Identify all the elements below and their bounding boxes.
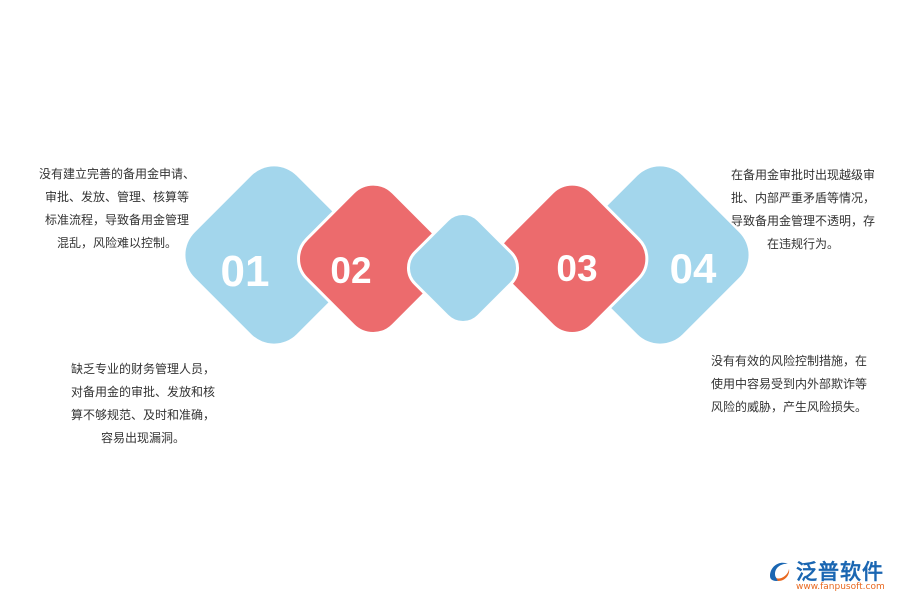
step-03-line: 导致备用金管理不透明，存 bbox=[730, 214, 875, 228]
step-number-03: 03 bbox=[556, 248, 597, 289]
step-03-description: 在备用金审批时出现越级审 批、内部严重矛盾等情况， 导致备用金管理不透明，存 在… bbox=[718, 164, 888, 256]
diamond-02 bbox=[297, 182, 450, 335]
logo-name: 泛普软件 bbox=[796, 560, 884, 584]
step-04-line: 使用中容易受到内外部欺诈等 bbox=[710, 377, 867, 391]
step-04-line: 风险的威胁，产生风险损失。 bbox=[710, 400, 867, 414]
step-02-line: 对备用金的审批、发放和核 bbox=[70, 385, 215, 399]
diamond-center bbox=[406, 211, 520, 325]
step-number-01: 01 bbox=[221, 247, 270, 296]
step-01-description: 没有建立完善的备用金申请、 审批、发放、管理、核算等 标准流程，导致备用金管理 … bbox=[22, 163, 212, 255]
diamond-01 bbox=[185, 166, 363, 344]
brand-logo: 泛普软件 www.fanpusoft.com bbox=[766, 556, 894, 596]
step-02-line: 算不够规范、及时和准确， bbox=[70, 408, 215, 422]
step-03-line: 批、内部严重矛盾等情况， bbox=[730, 191, 875, 205]
step-02-description: 缺乏专业的财务管理人员， 对备用金的审批、发放和核 算不够规范、及时和准确， 容… bbox=[48, 358, 238, 450]
step-03-line: 在违规行为。 bbox=[766, 237, 839, 251]
step-02-line: 容易出现漏洞。 bbox=[100, 431, 185, 445]
step-01-line: 审批、发放、管理、核算等 bbox=[44, 190, 189, 204]
step-03-line: 在备用金审批时出现越级审 bbox=[730, 168, 875, 182]
diamond-03 bbox=[496, 182, 649, 335]
step-number-04: 04 bbox=[670, 245, 717, 292]
step-number-02: 02 bbox=[330, 250, 371, 291]
logo-url: www.fanpusoft.com bbox=[796, 582, 885, 592]
step-04-description: 没有有效的风险控制措施，在 使用中容易受到内外部欺诈等 风险的威胁，产生风险损失… bbox=[696, 350, 882, 419]
step-01-line: 没有建立完善的备用金申请、 bbox=[38, 167, 195, 181]
step-04-line: 没有有效的风险控制措施，在 bbox=[710, 354, 867, 368]
step-01-line: 标准流程，导致备用金管理 bbox=[44, 213, 189, 227]
step-01-line: 混乱，风险难以控制。 bbox=[56, 236, 177, 250]
logo-swirl-icon bbox=[770, 562, 790, 581]
step-02-line: 缺乏专业的财务管理人员， bbox=[70, 362, 215, 376]
